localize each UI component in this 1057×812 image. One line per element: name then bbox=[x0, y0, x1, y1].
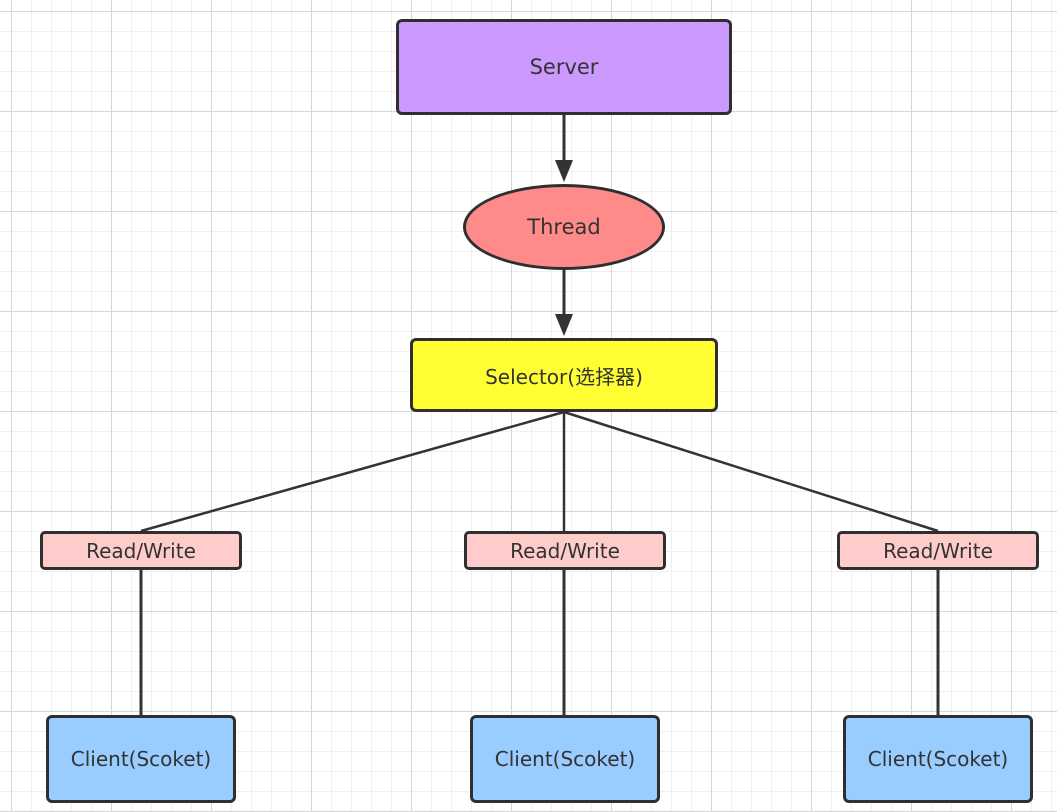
selector-label: Selector(选择器) bbox=[485, 364, 643, 389]
arrowhead-server-to-thread bbox=[555, 160, 573, 182]
client-label: Client(Scoket) bbox=[867, 747, 1009, 771]
read-write-label: Read/Write bbox=[883, 538, 993, 563]
read-write-node-left: Read/Write bbox=[40, 531, 242, 570]
server-node: Server bbox=[396, 19, 732, 115]
line-selector-to-rw-left bbox=[140, 410, 565, 533]
client-label: Client(Scoket) bbox=[70, 747, 212, 771]
read-write-label: Read/Write bbox=[510, 538, 620, 563]
server-label: Server bbox=[529, 55, 599, 79]
client-socket-node-left: Client(Scoket) bbox=[46, 715, 236, 803]
read-write-node-center: Read/Write bbox=[464, 531, 666, 570]
line-selector-to-rw-right bbox=[563, 410, 939, 533]
read-write-node-right: Read/Write bbox=[837, 531, 1039, 570]
thread-label: Thread bbox=[527, 215, 601, 239]
read-write-label: Read/Write bbox=[86, 538, 196, 563]
thread-node: Thread bbox=[463, 184, 665, 270]
selector-node: Selector(选择器) bbox=[410, 338, 718, 412]
client-socket-node-center: Client(Scoket) bbox=[470, 715, 660, 803]
client-socket-node-right: Client(Scoket) bbox=[843, 715, 1033, 803]
arrowhead-thread-to-selector bbox=[555, 314, 573, 336]
client-label: Client(Scoket) bbox=[494, 747, 636, 771]
